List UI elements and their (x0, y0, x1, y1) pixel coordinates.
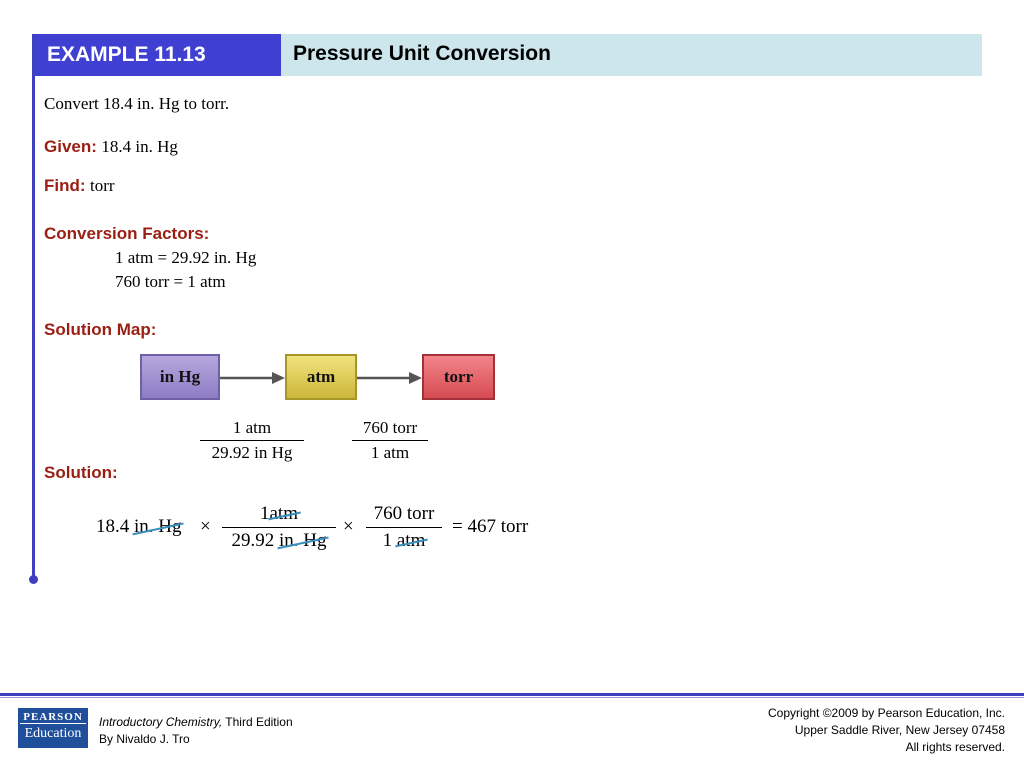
given-label: Given: (44, 137, 97, 156)
copyright-line-1: Copyright ©2009 by Pearson Education, In… (768, 706, 1005, 720)
times-sign-1: × (200, 516, 211, 537)
f1-den-value: 29.92 (231, 530, 275, 551)
f1-den-unit-cancelled: in. Hg (279, 530, 327, 551)
map-arrows (220, 372, 422, 384)
solution-factor-1-denominator: 29.92 in. Hg (222, 528, 336, 552)
given-row: Given: 18.4 in. Hg (44, 137, 178, 157)
f2-den-value: 1 (382, 530, 393, 551)
map-factor-2-denominator: 1 atm (370, 443, 410, 462)
conversion-factor-1: 1 atm = 29.92 in. Hg (115, 248, 257, 267)
logo-bottom-text: Education (24, 726, 82, 741)
find-row: Find: torr (44, 176, 115, 196)
map-box-in-hg: in Hg (140, 354, 220, 400)
f2-den-unit-cancelled: atm (396, 530, 426, 551)
map-factor-1-numerator: 1 atm (200, 418, 304, 441)
times-sign-2: × (343, 516, 354, 537)
solution-factor-2-denominator: 1 atm (366, 528, 442, 552)
slide-title: Pressure Unit Conversion (281, 34, 982, 76)
map-factor-2-numerator: 760 torr (352, 418, 428, 441)
solution-start: 18.4 in. Hg (96, 516, 182, 538)
left-accent-line (32, 34, 35, 578)
book-edition: Third Edition (222, 715, 293, 729)
footer-divider (0, 693, 1024, 696)
solution-factor-1-numerator: 1atm (222, 503, 336, 528)
pearson-logo: PEARSON Education (18, 708, 88, 748)
conversion-factor-2: 760 torr = 1 atm (115, 272, 226, 291)
start-unit-cancelled: in. Hg (134, 516, 182, 537)
book-credit: Introductory Chemistry, Third Edition By… (99, 714, 293, 748)
solution-result: = 467 torr (452, 516, 529, 537)
problem-statement: Convert 18.4 in. Hg to torr. (44, 94, 230, 113)
book-title: Introductory Chemistry, (99, 715, 223, 729)
solution-label: Solution: (44, 463, 118, 482)
start-value: 18.4 (96, 516, 130, 537)
solution-factor-2-numerator: 760 torr (366, 503, 442, 528)
map-box-atm: atm (285, 354, 357, 400)
book-author: By Nivaldo J. Tro (99, 732, 190, 746)
given-value: 18.4 in. Hg (101, 137, 178, 156)
map-factor-2: 760 torr 1 atm (352, 418, 428, 463)
solution-factor-1: 1atm 29.92 in. Hg (222, 503, 336, 552)
copyright-line-3: All rights reserved. (905, 740, 1005, 754)
footer-divider-thin (0, 697, 1024, 698)
copyright-line-2: Upper Saddle River, New Jersey 07458 (794, 723, 1005, 737)
accent-dot (29, 575, 38, 584)
solution-map-label: Solution Map: (44, 320, 157, 339)
map-factor-1: 1 atm 29.92 in Hg (200, 418, 304, 463)
solution-factor-2: 760 torr 1 atm (366, 503, 442, 552)
conversion-factors-label: Conversion Factors: (44, 224, 210, 243)
map-box-torr: torr (422, 354, 495, 400)
find-label: Find: (44, 176, 86, 195)
f1-num-value: 1 (260, 503, 270, 524)
find-value: torr (90, 176, 115, 195)
example-number: EXAMPLE 11.13 (35, 34, 281, 76)
copyright-block: Copyright ©2009 by Pearson Education, In… (768, 705, 1005, 756)
map-factor-1-denominator: 29.92 in Hg (211, 443, 293, 462)
f1-num-unit-cancelled: atm (269, 503, 299, 524)
logo-top-text: PEARSON (20, 708, 86, 724)
